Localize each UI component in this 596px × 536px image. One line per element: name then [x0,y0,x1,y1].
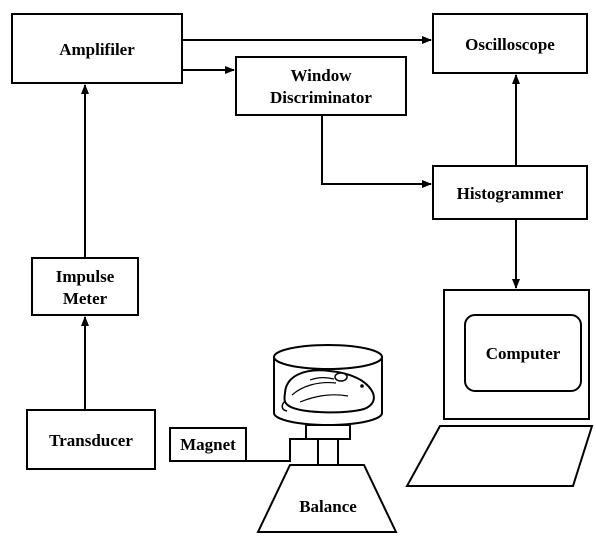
balance-block: Balance [256,464,398,533]
window-discriminator-label-line2: Discriminator [270,88,372,107]
transducer-label: Transducer [49,431,133,450]
impulse-meter-label-line2: Meter [63,289,108,308]
window-discriminator-label-line1: Window [290,66,352,85]
computer-screen [464,314,582,392]
oscilloscope-block: Oscilloscope [432,13,588,74]
balance-post [305,424,351,466]
computer-monitor: Computer [443,289,590,420]
animal-cage [273,344,383,426]
amplifier-block: Amplifiler [11,13,183,84]
window-discriminator-block: Window Discriminator [235,56,407,116]
amplifier-label: Amplifiler [59,40,135,59]
computer-label: Computer [486,344,561,363]
discriminator-to-histogrammer-arrow [321,115,432,188]
histogrammer-label: Histogrammer [457,184,564,203]
magnet-label: Magnet [180,435,236,454]
transducer-block: Transducer [26,409,156,470]
magnet-block: Magnet [169,427,247,462]
impulse-meter-label-line1: Impulse [56,267,115,286]
balance-label: Balance [299,497,357,516]
computer-keyboard [405,425,594,487]
mouse-icon [281,369,375,414]
oscilloscope-label: Oscilloscope [465,35,555,54]
magnet-wire [246,438,318,462]
histogrammer-block: Histogrammer [432,165,588,220]
impulse-meter-block: Impulse Meter [31,257,139,316]
